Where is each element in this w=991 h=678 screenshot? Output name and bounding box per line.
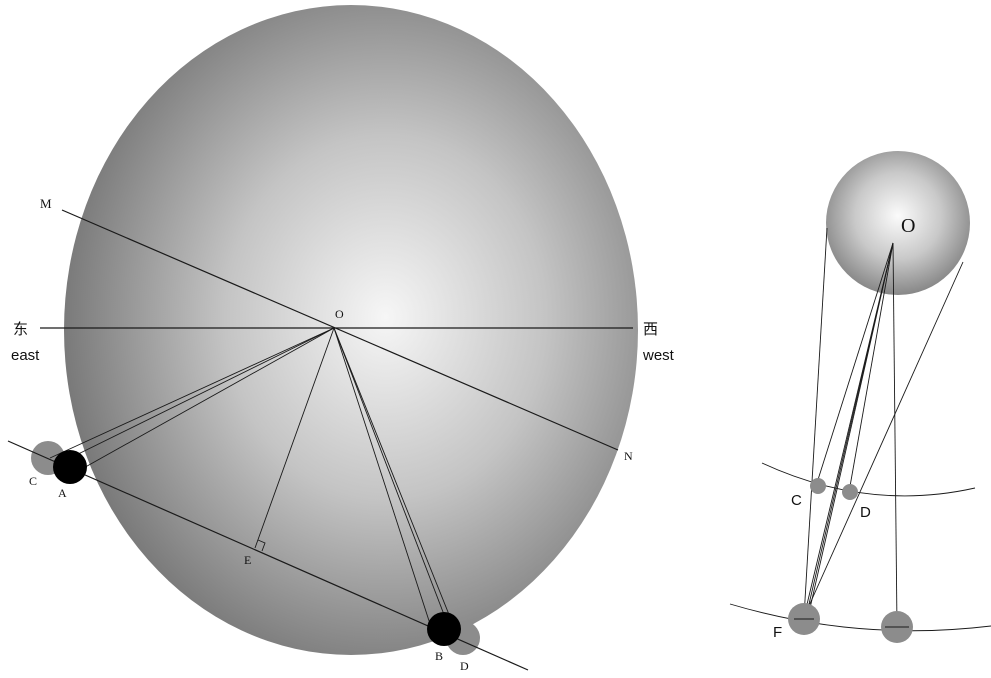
label-c-right: C — [791, 492, 802, 509]
disk-b — [427, 612, 461, 646]
label-o-right: O — [901, 215, 915, 237]
right-angle-marker — [257, 539, 266, 552]
label-d-left: D — [460, 659, 469, 673]
left-diagram: M O N 东 east 西 west C A E B D — [7, 5, 675, 673]
label-east-en: east — [11, 347, 40, 364]
disk-c-right — [810, 478, 826, 494]
line-oc — [49, 327, 335, 459]
label-east-cn: 东 — [13, 321, 28, 338]
tangent-right — [803, 261, 964, 618]
tangent-left — [803, 227, 828, 618]
small-sphere — [826, 151, 970, 295]
label-d-right: D — [860, 504, 871, 521]
line-od — [333, 327, 457, 633]
line-oe — [254, 327, 335, 549]
line-o-vertical — [892, 242, 898, 628]
label-m: M — [40, 196, 52, 211]
label-e: E — [244, 553, 251, 567]
line-o-c — [815, 242, 894, 487]
line-o-f-3 — [807, 242, 894, 618]
line-ob-1 — [333, 327, 433, 631]
disk-d-right — [842, 484, 858, 500]
disk-a — [53, 450, 87, 484]
label-n: N — [624, 449, 633, 463]
line-ob-2 — [333, 327, 449, 626]
line-o-d — [848, 242, 894, 493]
label-a: A — [58, 486, 67, 500]
line-oa-2 — [79, 327, 335, 471]
outer-arc — [729, 603, 991, 632]
right-diagram: O C D F — [729, 151, 991, 643]
inner-arc — [761, 462, 976, 497]
label-west-en: west — [642, 347, 675, 364]
line-oa-1 — [61, 327, 335, 463]
earth-sphere — [64, 5, 638, 655]
label-c-left: C — [29, 474, 37, 488]
label-f: F — [773, 624, 782, 641]
line-mn — [61, 209, 619, 451]
label-west-cn: 西 — [643, 321, 658, 338]
label-b: B — [435, 649, 443, 663]
label-o-left: O — [335, 307, 344, 321]
